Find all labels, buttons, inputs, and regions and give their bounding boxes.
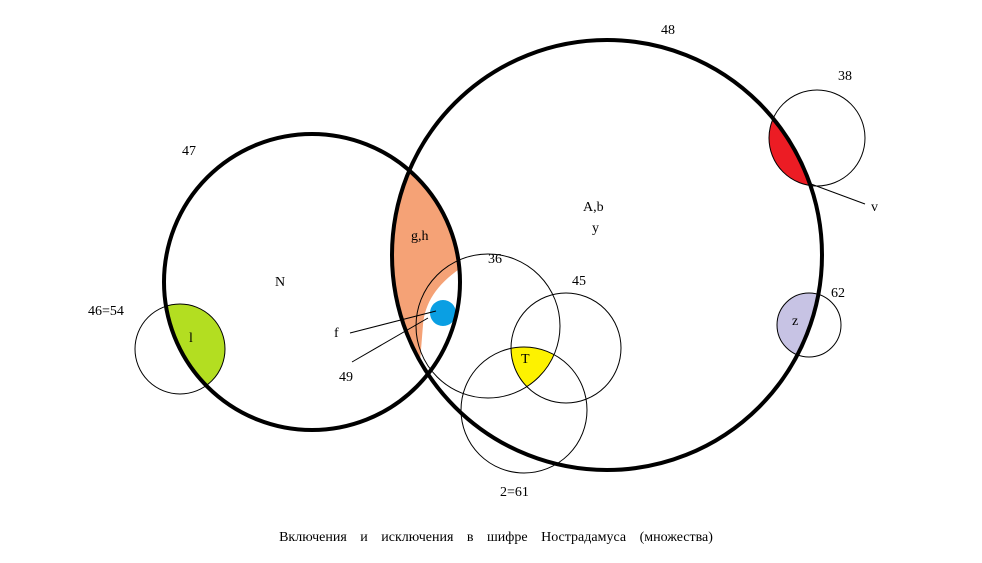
label-t: T [521,352,530,367]
label-z: z [792,314,798,329]
label-49: 49 [339,370,353,385]
set-47-circle [162,132,462,432]
label-gh: g,h [411,229,429,244]
diagram-caption: Включения и исключения в шифре Нострадам… [0,530,982,546]
caption-word: исключения [381,530,454,545]
label-47: 47 [182,144,196,159]
label-n: N [275,275,285,290]
caption-word: шифре [487,530,528,545]
label-36: 36 [488,252,502,267]
set-62-circle [776,292,842,358]
point-f-dot [430,300,456,326]
label-45: 45 [572,274,586,289]
set-2-61-circle [460,346,588,474]
label-ab: A,b [583,200,604,215]
label-46-54: 46=54 [88,304,124,319]
caption-word: и [360,530,368,545]
label-l: l [189,331,193,346]
label-f: f [334,326,339,341]
caption-word: в [466,530,474,545]
set-36-circle [415,253,561,399]
pointer-f-line [349,310,437,334]
label-62: 62 [831,286,845,301]
pointer-v-line [810,183,866,205]
caption-word: Включения [279,530,347,545]
caption-word: (множества) [639,530,713,545]
pointer-49-line [351,317,429,363]
caption-word: Нострадамуса [541,530,627,545]
label-v: v [871,200,878,215]
label-y: y [592,221,599,236]
set-46-54-circle [134,303,226,395]
label-48: 48 [661,23,675,38]
set-48-circle [390,38,824,472]
label-2-61: 2=61 [500,485,529,500]
label-38: 38 [838,69,852,84]
